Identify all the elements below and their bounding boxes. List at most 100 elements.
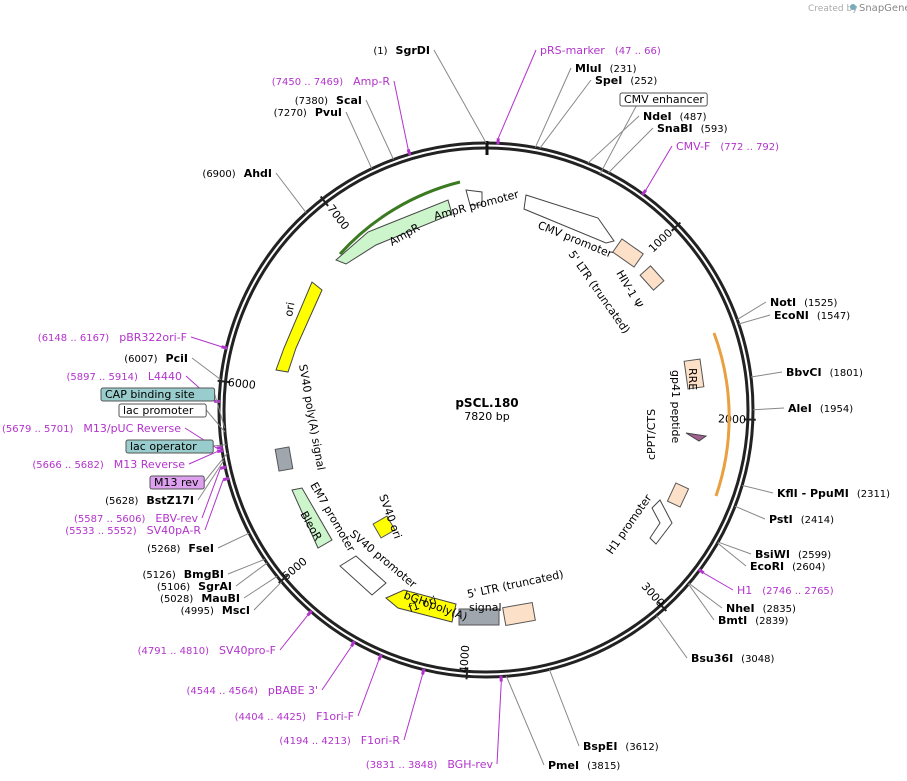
enzyme-position: (5106) [157, 582, 190, 593]
feature-label: H1 promoter [604, 492, 655, 557]
enzyme-name: PciI [166, 352, 188, 365]
enzyme-site[interactable]: (6007) PciI [124, 352, 188, 365]
enzyme-leader [345, 111, 373, 169]
enzyme-name: MauBI [201, 592, 240, 605]
enzyme-site[interactable]: EcoNI(1547) [774, 309, 850, 322]
primer-range: (2746 .. 2765) [762, 586, 834, 597]
primer-range: (5533 .. 5552) [65, 526, 137, 537]
enzyme-position: (231) [610, 64, 637, 75]
enzyme-name: NotI [770, 296, 796, 309]
enzyme-name: MluI [575, 62, 602, 75]
enzyme-name: BmtI [718, 614, 747, 627]
enzyme-site[interactable]: (5106) SgrAI [157, 580, 232, 593]
primer-range: (5897 .. 5914) [66, 372, 138, 383]
primer-site[interactable]: (5587 .. 5606)EBV-rev [74, 512, 198, 525]
cppt-cts-feature [666, 482, 690, 508]
primer-site[interactable]: H1(2746 .. 2765) [737, 584, 834, 597]
feature-box [125, 439, 214, 454]
ring-tick-label: 2000 [718, 412, 746, 426]
primer-site[interactable]: (4544 .. 4564)pBABE 3' [187, 684, 319, 697]
enzyme-leader [235, 562, 268, 587]
feature-box [118, 403, 207, 418]
primer-mark [641, 189, 648, 196]
primer-range: (4544 .. 4564) [187, 686, 259, 697]
enzyme-position: (1) [373, 46, 387, 57]
primer-name: F1ori-R [361, 734, 401, 747]
plasmid-size: 7820 bp [464, 410, 509, 423]
primer-leader [188, 451, 218, 465]
primer-range: (6148 .. 6167) [38, 333, 110, 344]
primer-mark [216, 445, 223, 450]
primer-site[interactable]: CMV-F(772 .. 792) [676, 140, 779, 153]
enzyme-leader [717, 541, 752, 555]
enzyme-site[interactable]: SnaBI(593) [657, 122, 728, 135]
primer-site[interactable]: (4194 .. 4213)F1ori-R [279, 734, 400, 747]
feature-box-label: CMV enhancer [624, 93, 704, 106]
enzyme-leader [433, 49, 487, 144]
enzyme-site[interactable]: (5028)MauBI [160, 592, 240, 605]
feature-label: signal [469, 601, 502, 614]
enzyme-site[interactable]: (5628)BstZ17I [105, 494, 194, 507]
enzyme-site[interactable]: Bsu36I(3048) [691, 652, 775, 665]
enzyme-site[interactable]: (4995)MscI [181, 604, 250, 617]
primer-site[interactable]: (5666 .. 5682)M13 Reverse [32, 458, 185, 471]
enzyme-site[interactable]: (5268)FseI [147, 542, 214, 555]
enzyme-site[interactable]: NdeI(487) [643, 110, 707, 123]
enzyme-position: (2414) [801, 515, 834, 526]
enzyme-site[interactable]: BmtI(2839) [718, 614, 789, 627]
bgh-polya-feature [458, 608, 500, 626]
primer-site[interactable]: (3831 .. 3848)BGH-rev [366, 758, 494, 771]
enzyme-site[interactable]: (7270)PvuI [274, 106, 342, 119]
watermark-brand: SnapGene [859, 3, 907, 14]
enzyme-leader [736, 301, 767, 321]
enzyme-site[interactable]: (6900)AhdI [202, 167, 272, 180]
primer-mark [350, 640, 356, 648]
enzyme-site[interactable]: (7380)ScaI [295, 94, 362, 107]
enzyme-site[interactable]: BspEI(3612) [583, 740, 659, 753]
enzyme-position: (6007) [124, 354, 157, 365]
enzyme-site[interactable]: NotI(1525) [770, 296, 837, 309]
enzyme-site[interactable]: AleI(1954) [788, 402, 853, 415]
enzyme-position: (1801) [830, 368, 863, 379]
enzyme-name: BsiWI [755, 548, 790, 561]
primer-site[interactable]: (4791 .. 4810)SV40pro-F [138, 644, 276, 657]
primer-site[interactable]: (6148 .. 6167)pBR322ori-F [38, 331, 187, 344]
enzyme-site[interactable]: KflI - PpuMI(2311) [777, 487, 890, 500]
primer-leader [201, 468, 221, 519]
enzyme-site[interactable]: (5126)BmgBI [143, 568, 224, 581]
primer-site[interactable]: (5679 .. 5701)M13/pUC Reverse [2, 422, 181, 435]
enzyme-position: (2835) [763, 604, 796, 615]
enzyme-site[interactable]: EcoRI(2604) [750, 560, 826, 573]
primer-leader [645, 145, 673, 191]
enzyme-site[interactable]: BsiWI(2599) [755, 548, 831, 561]
enzyme-name: SgrAI [198, 580, 232, 593]
enzyme-position: (6900) [202, 169, 235, 180]
primer-site[interactable]: (5897 .. 5914)L4440 [66, 370, 182, 383]
enzyme-name: EcoRI [750, 560, 784, 573]
ring-tick [671, 221, 682, 232]
primer-site[interactable]: (5533 .. 5552) SV40pA-R [65, 524, 201, 537]
primer-site[interactable]: (7450 .. 7469)Amp-R [272, 75, 391, 88]
primer-site[interactable]: (4404 .. 4425)F1ori-F [235, 710, 354, 723]
ltr-5-feature [612, 238, 644, 268]
enzyme-site[interactable]: SpeI(252) [595, 74, 657, 87]
enzyme-site[interactable]: NheI(2835) [726, 602, 796, 615]
primer-range: (772 .. 792) [720, 142, 779, 153]
primer-site[interactable]: pRS-marker(47 .. 66) [540, 44, 661, 57]
enzyme-leader [738, 314, 771, 325]
primer-leader [403, 674, 424, 741]
enzyme-leader [608, 127, 654, 174]
enzyme-position: (1954) [820, 404, 853, 415]
enzyme-site[interactable]: (1)SgrDI [373, 44, 430, 57]
ori-arrow [275, 281, 323, 373]
primer-name: SV40pA-R [147, 524, 202, 537]
enzyme-leader [191, 357, 222, 381]
enzyme-site[interactable]: PmeI(3815) [548, 759, 620, 772]
enzyme-site[interactable]: PstI(2414) [769, 513, 834, 526]
enzyme-site[interactable]: MluI (231) [575, 62, 637, 75]
hiv-psi-feature [639, 265, 665, 291]
primer-mark [698, 568, 705, 575]
enzyme-site[interactable]: BbvCI(1801) [786, 366, 863, 379]
primer-mark [421, 668, 426, 675]
bleor-arrow [291, 487, 333, 549]
